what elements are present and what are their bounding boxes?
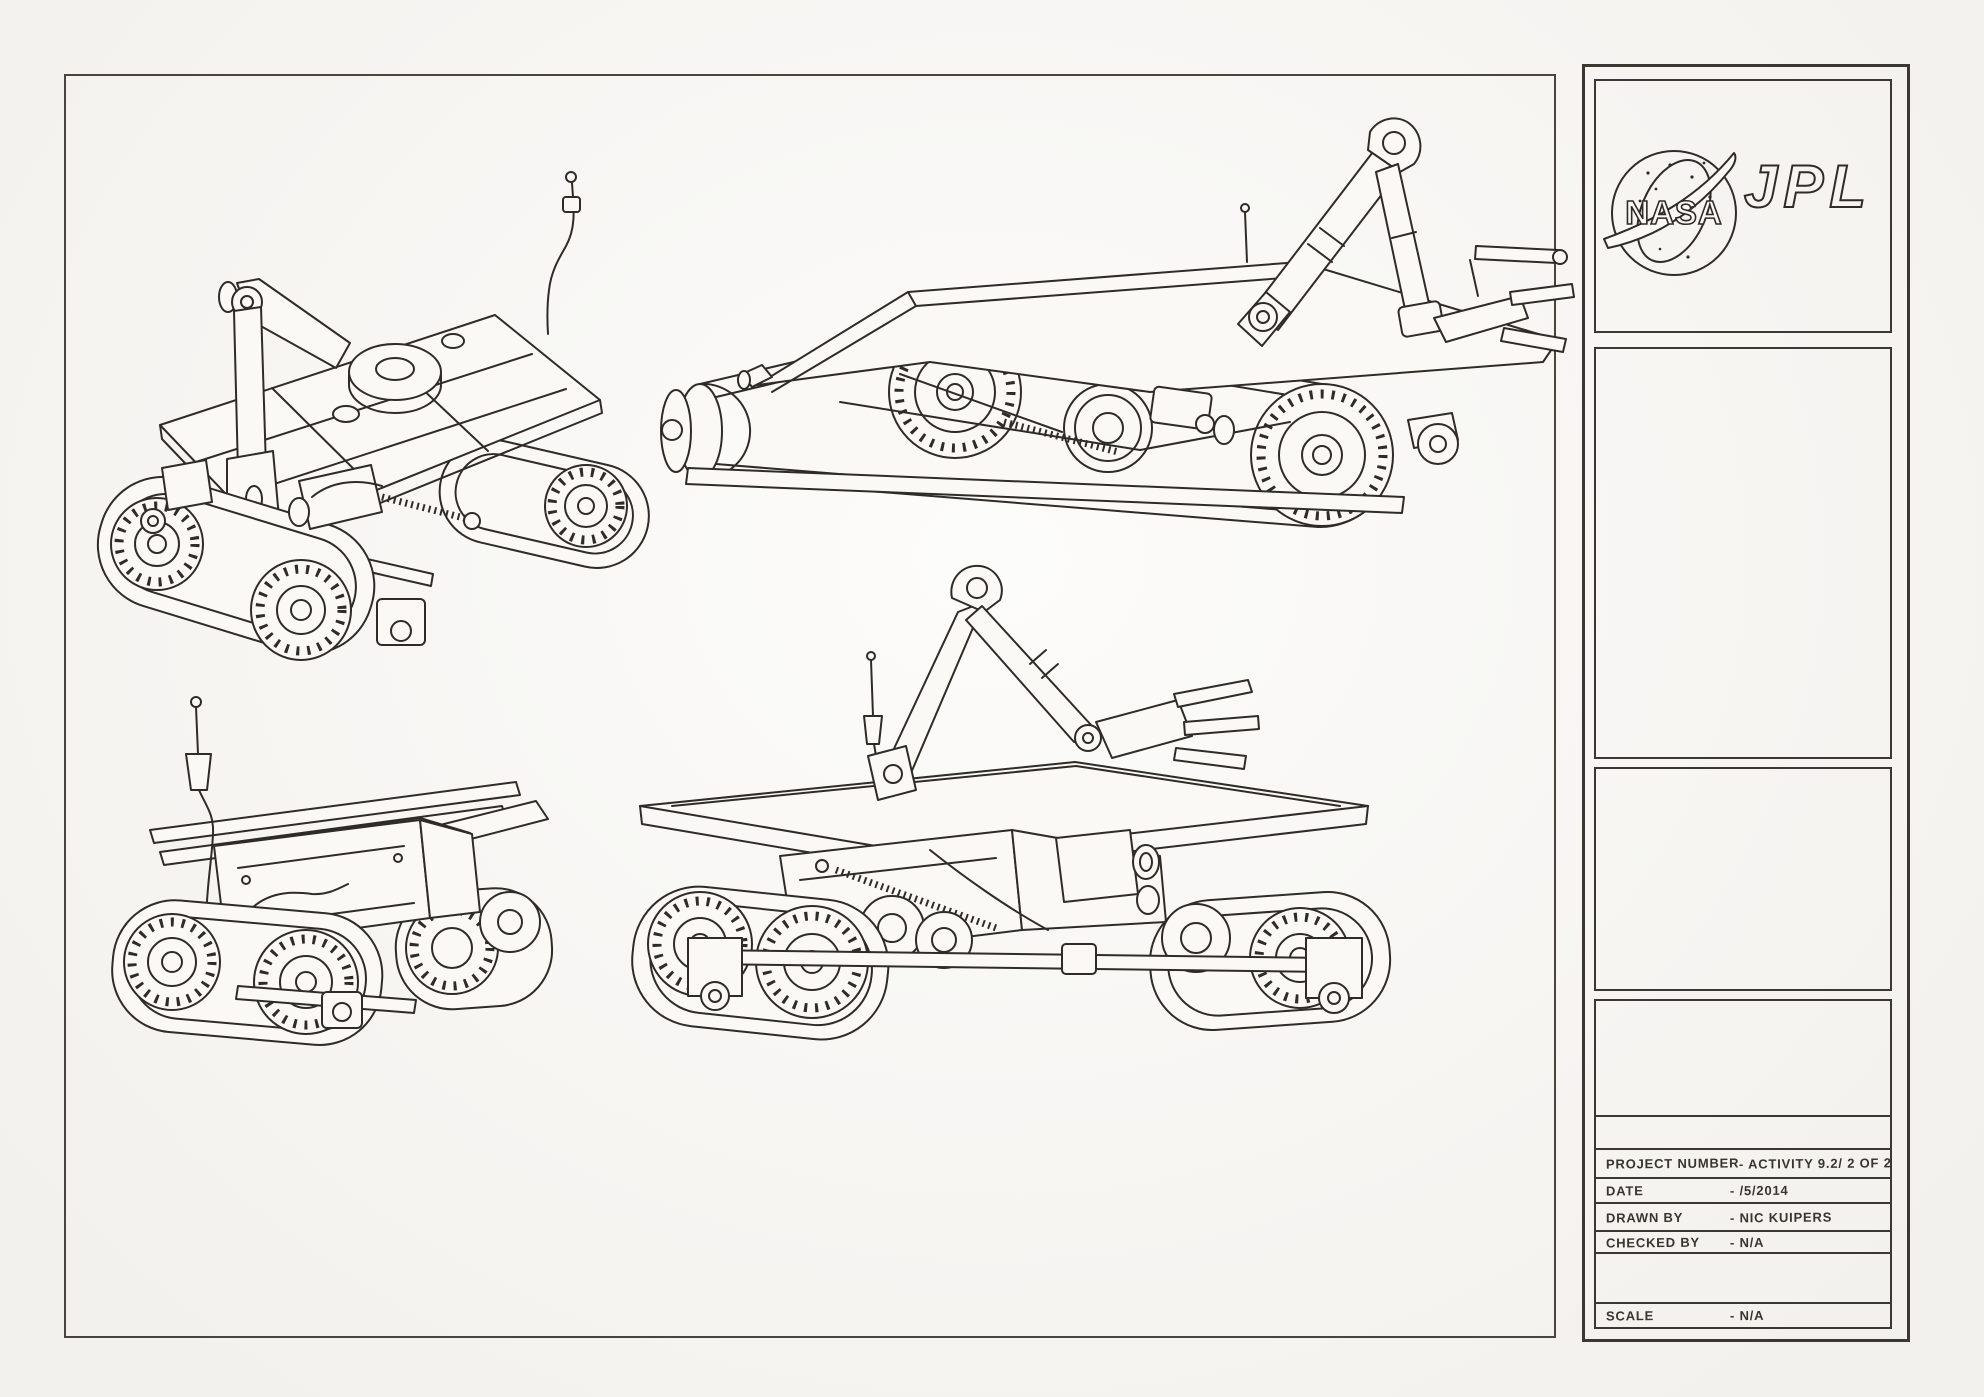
jpl-logo-icon: JPL <box>1743 152 1872 221</box>
title-block-info-section: PROJECT NUMBER - ACTIVITY 9.2/ 2 OF 2 DA… <box>1594 999 1892 1329</box>
robot-arm-raised <box>1237 117 1575 353</box>
checked-by-row: CHECKED BY - N/A <box>1596 1230 1890 1252</box>
rover-view-rear-quarter-left <box>111 696 554 1046</box>
antenna-mast <box>863 651 883 803</box>
title-block-empty-box-medium <box>1594 767 1892 991</box>
scale-row: SCALE - N/A <box>1596 1302 1890 1327</box>
divider <box>1596 1252 1890 1254</box>
rover-view-rear-quarter-right <box>631 564 1392 1041</box>
body-box <box>779 829 1167 959</box>
title-block-empty-box-large <box>1594 347 1892 759</box>
track-pod-far <box>394 887 554 1011</box>
rover-view-front-quarter <box>96 171 650 661</box>
checked-by-value: - N/A <box>1729 1234 1765 1250</box>
jpl-logo-text: JPL <box>1744 153 1872 220</box>
rover-view-side <box>660 117 1575 529</box>
deck-plate <box>639 745 1369 875</box>
date-label: DATE <box>1605 1183 1644 1199</box>
project-number-value: - ACTIVITY 9.2/ 2 OF 2 <box>1739 1155 1893 1172</box>
scale-label: SCALE <box>1605 1308 1655 1324</box>
antenna-mast <box>185 696 215 903</box>
chassis-deck <box>737 261 1559 456</box>
nasa-logo-icon: NASA <box>1603 150 1737 276</box>
divider <box>1596 1115 1890 1117</box>
antenna-mast <box>546 171 581 335</box>
agency-logos: NASA JPL <box>1603 150 1872 276</box>
title-block-logo-section: NASA JPL <box>1594 79 1892 333</box>
drawn-by-value: - NIC KUIPERS <box>1729 1209 1833 1225</box>
gripper <box>1433 245 1575 353</box>
checked-by-label: CHECKED BY <box>1605 1234 1701 1251</box>
rear-axle <box>687 937 1363 1014</box>
gripper <box>1095 679 1260 770</box>
axle-bracket <box>235 985 417 1029</box>
drawn-by-label: DRAWN BY <box>1605 1209 1684 1226</box>
scale-value: - N/A <box>1729 1307 1765 1324</box>
drawn-by-row: DRAWN BY - NIC KUIPERS <box>1596 1202 1890 1230</box>
track-pod-right <box>438 438 650 569</box>
project-number-label: PROJECT NUMBER <box>1605 1155 1740 1172</box>
drawing-area-border <box>64 74 1556 1338</box>
antenna-stub <box>1240 203 1250 263</box>
date-value: - /5/2014 <box>1729 1182 1789 1199</box>
nasa-logo-text: NASA <box>1625 194 1723 231</box>
front-instrument-cluster <box>140 459 481 646</box>
title-block: NASA JPL PROJECT NUMBER - ACTIVITY 9.2/ … <box>1582 64 1910 1342</box>
date-row: DATE - /5/2014 <box>1596 1177 1890 1202</box>
robot-arm-raised <box>883 564 1102 781</box>
project-number-row: PROJECT NUMBER - ACTIVITY 9.2/ 2 OF 2 <box>1596 1148 1893 1177</box>
